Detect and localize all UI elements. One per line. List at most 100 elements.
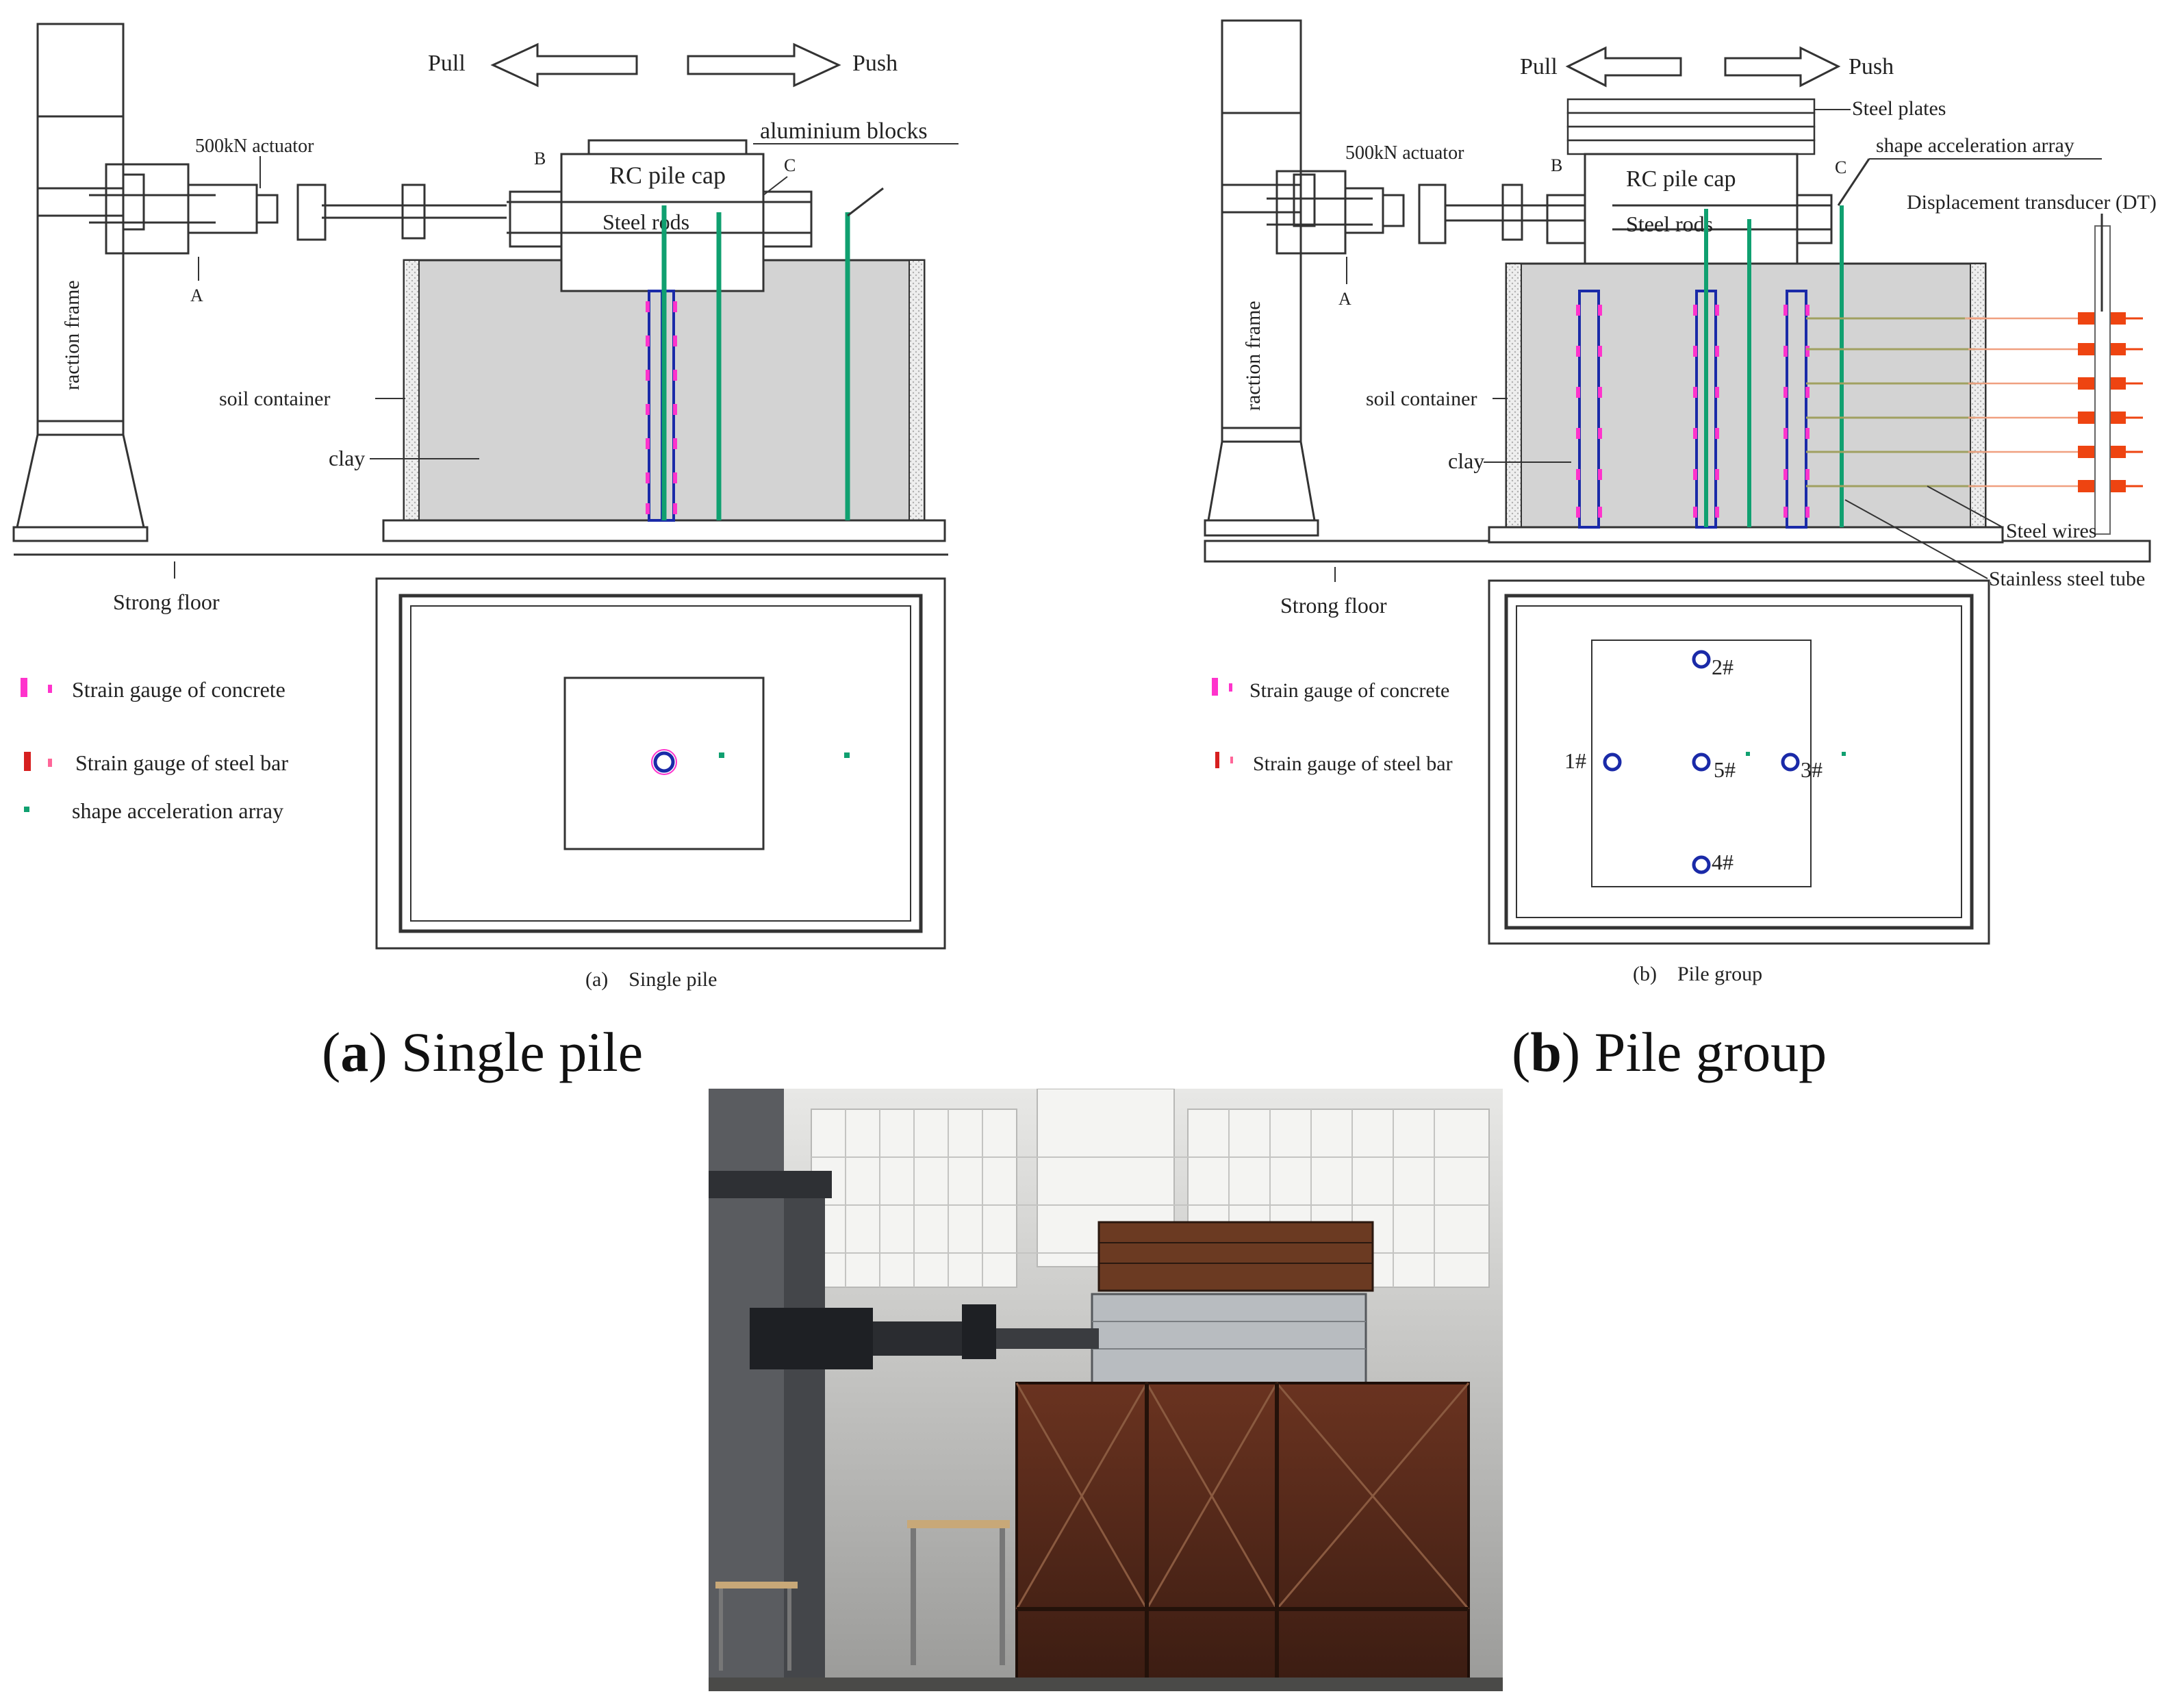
dt-label: Displacement transducer (DT) [1907,191,2157,214]
plan-saa-2 [844,752,850,758]
plan-view-inner [398,594,923,933]
saa-tubes-b [1704,205,1844,527]
pile-cap-b [1584,153,1799,265]
plan-view-inner2 [410,605,911,922]
legend-saa-swatch [24,807,29,812]
legend-b-steel-label: Strain gauge of steel bar [1253,752,1453,775]
legend-concrete-swatch [21,678,27,697]
soil-container-b-label: soil container [1366,388,1477,410]
pile-group-diagram: raction frame Strong floor Pull Push Ste… [1204,19,2157,985]
plan-piles [1603,650,1800,874]
caption-b-text: Pile group [1580,1021,1827,1083]
plan-b-saa-1 [1746,752,1750,756]
saa-b-label: shape acceleration array [1876,134,2074,157]
legend-steel-swatch [24,752,31,771]
point-c-label: C [784,155,796,175]
container-base [382,519,946,542]
stainless-tube-label: Stainless steel tube [1989,568,2145,590]
steel-plates [1566,98,1816,155]
steel-rods-label: Steel rods [602,210,689,234]
plan-pile-ring [651,749,677,775]
soil-container-b [1505,262,1987,529]
stainless-tube-leader [1844,499,1988,579]
legend: Strain gauge of concrete Strain gauge of… [21,677,288,823]
pile-cap-b-label: RC pile cap [1626,166,1736,192]
container-b-base [1488,526,2004,544]
container-wall-left [403,260,420,521]
strong-floor-b-label: Strong floor [1280,593,1387,618]
actuator-label: 500kN actuator [195,136,314,157]
pile-5-label: 5# [1714,757,1736,782]
steel-plates-label: Steel plates [1852,97,1946,120]
saa-leader [847,187,884,217]
caption-b: (b) Pile group [1512,1021,1827,1083]
plan-pile [653,751,675,773]
reaction-frame-b [1204,19,1319,537]
steel-rods-b-label: Steel rods [1626,212,1713,236]
strong-floor-label: Strong floor [113,590,220,614]
point-c-b-label: C [1835,157,1846,177]
plan-view-b-inner2 [1516,605,1962,918]
legend-b-concrete-swatch [1212,678,1218,696]
pull-b-arrow [1565,46,1682,88]
clay-b-label: clay [1448,448,1484,473]
push-label: Push [852,51,898,76]
saa-b-leader [1837,158,1870,206]
container-b-wall-right [1970,263,1986,528]
steel-wires-label: Steel wires [2006,520,2096,542]
caption-a: (a) Single pile [322,1021,644,1083]
point-b-label: B [534,149,546,168]
panel-b-subcaption: (b) Pile group [1633,963,1762,985]
pull-label: Pull [428,51,466,76]
plan-pile-cap [563,676,765,850]
steel-wires [1806,317,1975,488]
plan-b-saa-2 [1842,752,1846,756]
saa-tubes [661,205,850,520]
point-b-b-label: B [1551,155,1562,175]
single-pile-diagram: raction frame Strong floor Pull Push 500… [12,23,958,991]
steel-rods [507,190,813,248]
pile-3-label: 3# [1801,757,1823,782]
legend-b: Strain gauge of concrete Strain gauge of… [1212,678,1453,775]
aluminium-blocks-label: aluminium blocks [760,118,928,144]
steel-wires-leader [1927,485,2003,528]
pull-arrow [490,42,638,88]
legend-b-concrete-label: Strain gauge of concrete [1249,679,1449,702]
pile-4-label: 4# [1712,850,1734,874]
dt-wire-runs [1985,317,2078,488]
legend-b-steel-swatch [1215,752,1219,768]
plan-saa-1 [719,752,724,758]
plan-view-outer [375,577,946,950]
container-b-wall-left [1506,263,1522,528]
steel-rods-b [1546,194,1833,244]
soil-container-label: soil container [219,388,330,410]
pile-2-label: 2# [1712,655,1734,679]
actuator [89,163,507,255]
legend-saa-label: shape acceleration array [72,798,283,823]
reaction-frame-label: raction frame [61,280,84,390]
test-setup-photo [709,1089,1503,1691]
panel-a-subcaption: (a) Single pile [585,968,717,991]
actuator-b [1267,170,1612,255]
pile-cap-label: RC pile cap [609,162,726,189]
pile-1-label: 1# [1564,748,1586,773]
point-a-label: A [190,286,203,305]
concrete-strain-gauges [646,301,677,514]
actuator-b-label: 500kN actuator [1345,142,1464,164]
push-b-arrow [1724,46,1841,88]
point-a-b-label: A [1338,289,1351,309]
pull-b-label: Pull [1520,54,1558,79]
push-b-label: Push [1849,54,1894,79]
point-c-leader [763,176,788,196]
clay-label: clay [329,446,365,470]
group-concrete-gauges [1576,305,1810,518]
caption-b-letter: b [1530,1021,1562,1083]
caption-a-text: Single pile [387,1021,644,1083]
container-wall-right [909,260,925,521]
legend-concrete-label: Strain gauge of concrete [72,677,285,702]
push-arrow [687,42,841,88]
plan-pile-cap-b [1591,640,1812,887]
caption-a-letter: a [340,1021,369,1083]
legend-steel-label: Strain gauge of steel bar [75,750,288,775]
plan-view-b-inner [1504,594,1974,930]
